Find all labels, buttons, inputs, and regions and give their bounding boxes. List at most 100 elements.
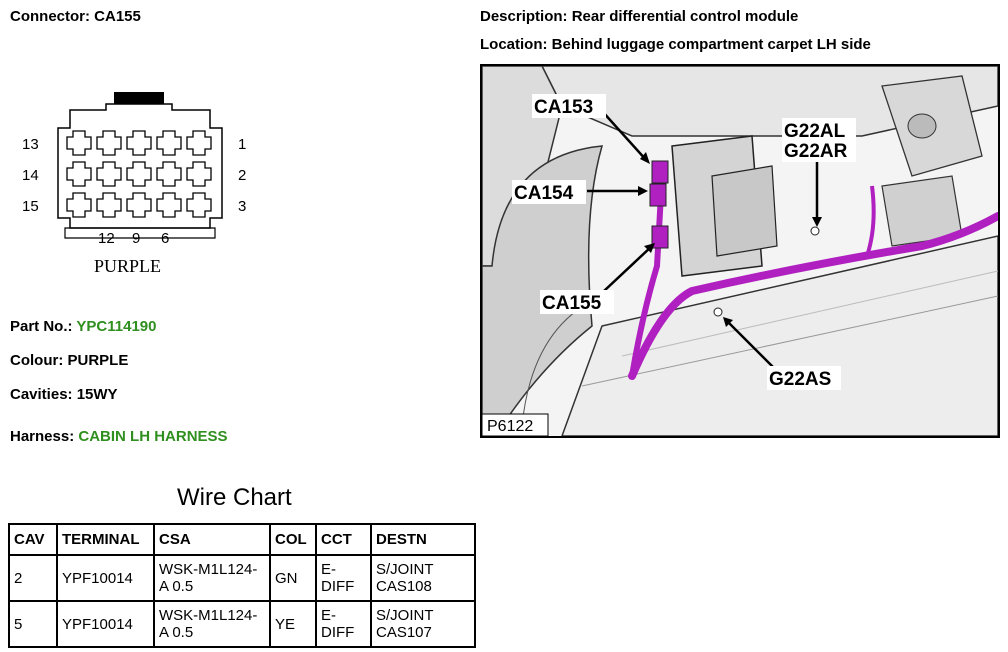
cavity: [186, 192, 212, 218]
cavity: [96, 192, 122, 218]
pin-6-label: 6: [161, 230, 169, 247]
pin-2-label: 2: [238, 167, 246, 184]
wire-chart-table: CAV TERMINAL CSA COL CCT DESTN 2 YPF1001…: [8, 523, 476, 648]
pin-3-label: 3: [238, 198, 246, 215]
label-ca155: CA155: [542, 293, 602, 314]
callout-arrows: [587, 110, 819, 372]
label-bg-g22al: [782, 118, 856, 162]
label-g22as: G22AS: [769, 369, 831, 390]
label-g22al: G22AL: [784, 121, 846, 142]
cavities-value: 15WY: [76, 386, 118, 403]
location-value: Behind luggage compartment carpet LH sid…: [551, 36, 871, 53]
connector-ca155: [651, 225, 669, 249]
figure-id: P6122: [487, 418, 533, 435]
connector-body: [57, 103, 223, 229]
branch-harness: [629, 173, 665, 379]
right-branch: [865, 185, 876, 257]
arrow-heads: [638, 152, 822, 327]
location-label: Location:: [480, 36, 548, 53]
cell-csa: WSK-M1L124-A 0.5: [153, 554, 271, 602]
cavities-label: Cavities:: [10, 386, 73, 403]
cell-destn: S/JOINT CAS108: [370, 554, 476, 602]
label-bg-ca154: [512, 180, 586, 204]
connector-ca153: [651, 160, 669, 184]
header-csa: CSA: [153, 523, 271, 556]
label-bg-ca153: [532, 94, 606, 118]
cell-terminal: YPF10014: [56, 600, 155, 648]
arrowhead-g22al: [812, 217, 822, 227]
pin-12-label: 12: [98, 230, 115, 247]
colour-label: Colour:: [10, 352, 64, 369]
cavity: [186, 130, 212, 156]
cavities-line: Cavities: 15WY: [10, 386, 118, 403]
harness-value[interactable]: CABIN LH HARNESS: [78, 428, 228, 445]
harness-label: Harness:: [10, 428, 75, 445]
description-line: Description: Rear differential control m…: [480, 8, 798, 25]
arrowhead-ca155: [644, 243, 655, 253]
cavity: [156, 161, 182, 187]
cavity: [126, 161, 152, 187]
wire-chart-header-row: CAV TERMINAL CSA COL CCT DESTN: [8, 523, 476, 556]
part-no-value[interactable]: YPC114190: [76, 318, 157, 335]
label-bg-ca155: [540, 290, 614, 314]
cell-cav: 5: [8, 600, 58, 648]
cell-terminal: YPF10014: [56, 554, 155, 602]
wire-chart-title: Wire Chart: [177, 484, 292, 511]
floor-panel: [561, 235, 998, 436]
header-cav: CAV: [8, 523, 58, 556]
cell-csa: WSK-M1L124-A 0.5: [153, 600, 271, 648]
location-illustration: CA153 CA154 CA155 G22AL G22AR G22AS P612…: [480, 64, 1000, 438]
label-ca153: CA153: [534, 97, 593, 118]
harness-line: Harness: CABIN LH HARNESS: [10, 428, 228, 445]
pin-14-label: 14: [22, 167, 39, 184]
cavity-grid: [66, 130, 212, 218]
floor-line-2: [621, 270, 998, 357]
cell-col: GN: [269, 554, 317, 602]
cavity: [66, 192, 92, 218]
table-row: 5 YPF10014 WSK-M1L124-A 0.5 YE E-DIFF S/…: [8, 600, 476, 648]
locking-tab: [114, 92, 164, 104]
header-destn: DESTN: [370, 523, 476, 556]
cavity: [66, 130, 92, 156]
arrowhead-ca153: [640, 152, 650, 164]
cell-destn: S/JOINT CAS107: [370, 600, 476, 648]
arrowhead-g22as: [723, 317, 733, 327]
pin-1-label: 1: [238, 136, 246, 153]
connector-base: [64, 227, 216, 239]
module-bracket: [711, 165, 778, 257]
luggage-compartment-drawing: CA153 CA154 CA155 G22AL G22AR G22AS P612…: [482, 66, 998, 436]
pin-13-label: 13: [22, 136, 39, 153]
colour-caption: PURPLE: [94, 256, 161, 276]
label-ca154: CA154: [514, 183, 574, 204]
cell-col: YE: [269, 600, 317, 648]
ground-g22al: [810, 226, 820, 236]
cavity: [96, 161, 122, 187]
cavity: [186, 161, 212, 187]
cavity: [126, 192, 152, 218]
floor-line-1: [581, 295, 998, 387]
harness-routing: [628, 160, 998, 380]
figure-id-box: [482, 413, 549, 436]
connector-ca154: [649, 183, 667, 207]
header-col: COL: [269, 523, 317, 556]
description-label: Description:: [480, 8, 568, 25]
cell-cct: E-DIFF: [315, 554, 372, 602]
part-no-line: Part No.: YPC114190: [10, 318, 157, 335]
cavity: [66, 161, 92, 187]
arrow-g22as: [726, 320, 778, 372]
cell-cav: 2: [8, 554, 58, 602]
cavity: [156, 130, 182, 156]
connector-value: CA155: [94, 8, 141, 25]
connector-face-diagram: 13 14 15 1 2 3 12 9 6 PURPLE: [22, 92, 246, 276]
arrow-ca153: [601, 110, 648, 162]
table-row: 2 YPF10014 WSK-M1L124-A 0.5 GN E-DIFF S/…: [8, 554, 476, 602]
cavity: [96, 130, 122, 156]
cavity: [156, 192, 182, 218]
part-no-label: Part No.:: [10, 318, 73, 335]
header-terminal: TERMINAL: [56, 523, 155, 556]
main-harness: [628, 212, 998, 380]
description-value: Rear differential control module: [571, 8, 799, 25]
label-bg-g22as: [767, 366, 841, 390]
cell-cct: E-DIFF: [315, 600, 372, 648]
location-line: Location: Behind luggage compartment car…: [480, 36, 871, 53]
